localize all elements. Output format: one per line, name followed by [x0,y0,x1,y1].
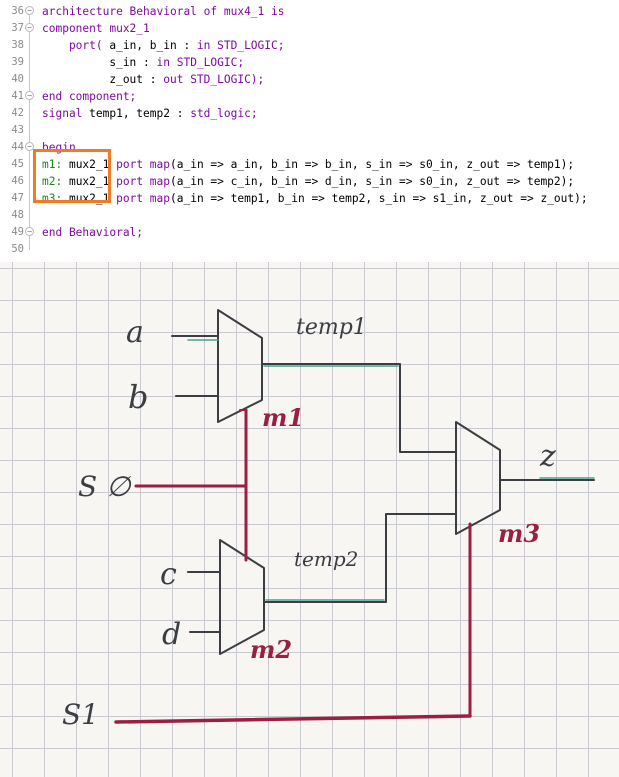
code-token: temp1, temp2 : [89,107,191,120]
code-line[interactable]: 43 [0,122,619,139]
label-temp2: temp2 [294,547,358,571]
code-line[interactable]: 36−architecture Behavioral of mux4_1 is [0,3,619,20]
code-text: end Behavioral; [42,224,143,241]
code-line[interactable]: 49−end Behavioral; [0,224,619,241]
code-token: port map [116,158,170,171]
label-temp1: temp1 [296,315,367,340]
code-line[interactable]: 48 [0,207,619,224]
mux-m2 [219,539,265,655]
code-line[interactable]: 37−component mux2_1 [0,20,619,37]
line-number: 44 [11,141,24,153]
label-z: z [539,439,556,474]
line-number: 41 [11,90,24,102]
line-number: 48 [11,209,24,221]
label-s0: S ∅ [78,470,132,503]
code-token: s_in : [42,56,157,69]
line-number: 43 [11,124,24,136]
line-number: 39 [11,56,24,68]
code-line[interactable]: 45 m1: mux2_1 port map(a_in => a_in, b_in… [0,156,619,173]
code-text: s_in : in STD_LOGIC; [42,54,244,71]
code-line[interactable]: 47 m3: mux2_1 port map(a_in => temp1, b_i… [0,190,619,207]
code-token: mux2_1 [68,158,117,171]
code-token: end Behavioral; [42,226,144,239]
line-number: 46 [11,175,24,187]
code-token: mux2_1 [68,175,117,188]
code-text: component mux2_1 [42,20,150,37]
line-number: 45 [11,158,24,170]
code-token: (a_in => a_in, b_in => b_in, s_in => s0_… [170,158,575,171]
code-token: (a_in => temp1, b_in => temp2, s_in => s… [170,192,588,205]
fold-marker-icon[interactable]: − [25,23,34,32]
line-number: 36 [11,5,24,17]
code-token: in STD_LOGIC; [196,39,285,52]
highlight-box [33,149,111,203]
code-text: m3: mux2_1 port map(a_in => temp1, b_in … [42,190,588,207]
mux-m1 [217,309,263,423]
fold-guide [29,15,30,250]
code-line[interactable]: 40 z_out : out STD_LOGIC); [0,71,619,88]
code-line[interactable]: 41−end component; [0,88,619,105]
code-token: port( [42,39,110,52]
code-line[interactable]: 50 [0,241,619,258]
code-token: m2: [42,175,69,188]
line-number: 49 [11,226,24,238]
code-token: std_logic; [190,107,258,120]
label-m3: m3 [498,519,540,548]
line-number: 50 [11,243,24,255]
code-line[interactable]: 42 signal temp1, temp2 : std_logic; [0,105,619,122]
code-token: port map [116,175,170,188]
code-text: end component; [42,88,136,105]
code-token: end component; [42,90,137,103]
wire-temp2 [263,513,457,603]
line-number: 42 [11,107,24,119]
mux-m3 [455,421,501,535]
code-line[interactable]: 38 port( a_in, b_in : in STD_LOGIC; [0,37,619,54]
code-token: out STD_LOGIC); [163,73,265,86]
code-text: architecture Behavioral of mux4_1 is [42,3,284,20]
label-m2: m2 [250,635,292,664]
code-text: m1: mux2_1 port map(a_in => a_in, b_in =… [42,156,574,173]
code-text: port( a_in, b_in : in STD_LOGIC; [42,37,285,54]
code-text: signal temp1, temp2 : std_logic; [42,105,258,122]
code-token: signal [42,107,90,120]
label-m1: m1 [262,403,304,432]
code-line[interactable]: 39 s_in : in STD_LOGIC; [0,54,619,71]
code-text: m2: mux2_1 port map(a_in => c_in, b_in =… [42,173,574,190]
code-token: (a_in => c_in, b_in => d_in, s_in => s0_… [170,175,575,188]
code-token: a_in, b_in : [109,39,197,52]
label-a: a [126,315,144,350]
code-token: port map [116,192,170,205]
label-b: b [128,378,148,416]
code-token: in STD_LOGIC; [156,56,245,69]
fold-marker-icon[interactable]: − [25,227,34,236]
code-line[interactable]: 46 m2: mux2_1 port map(a_in => c_in, b_in… [0,173,619,190]
code-token: component mux2_1 [42,22,150,35]
label-s1: S1 [62,698,99,731]
fold-marker-icon[interactable]: − [25,6,34,15]
fold-marker-icon[interactable]: − [25,91,34,100]
wire-s1 [114,714,472,724]
line-number: 47 [11,192,24,204]
circuit-drawing: a b S ∅ c d S1 temp1 temp2 z m1 m2 m3 [62,309,595,731]
code-token: m1: [42,158,69,171]
line-number: 37 [11,22,24,34]
wire-temp1 [261,363,457,453]
line-number: 38 [11,39,24,51]
circuit-sketch: a b S ∅ c d S1 temp1 temp2 z m1 m2 m3 [0,262,619,777]
line-number: 40 [11,73,24,85]
label-c: c [160,557,177,592]
code-text: z_out : out STD_LOGIC); [42,71,264,88]
label-d: d [162,617,181,652]
code-token: z_out : [42,73,164,86]
fold-marker-icon[interactable]: − [25,142,34,151]
code-token: architecture Behavioral of mux4_1 is [42,5,285,18]
